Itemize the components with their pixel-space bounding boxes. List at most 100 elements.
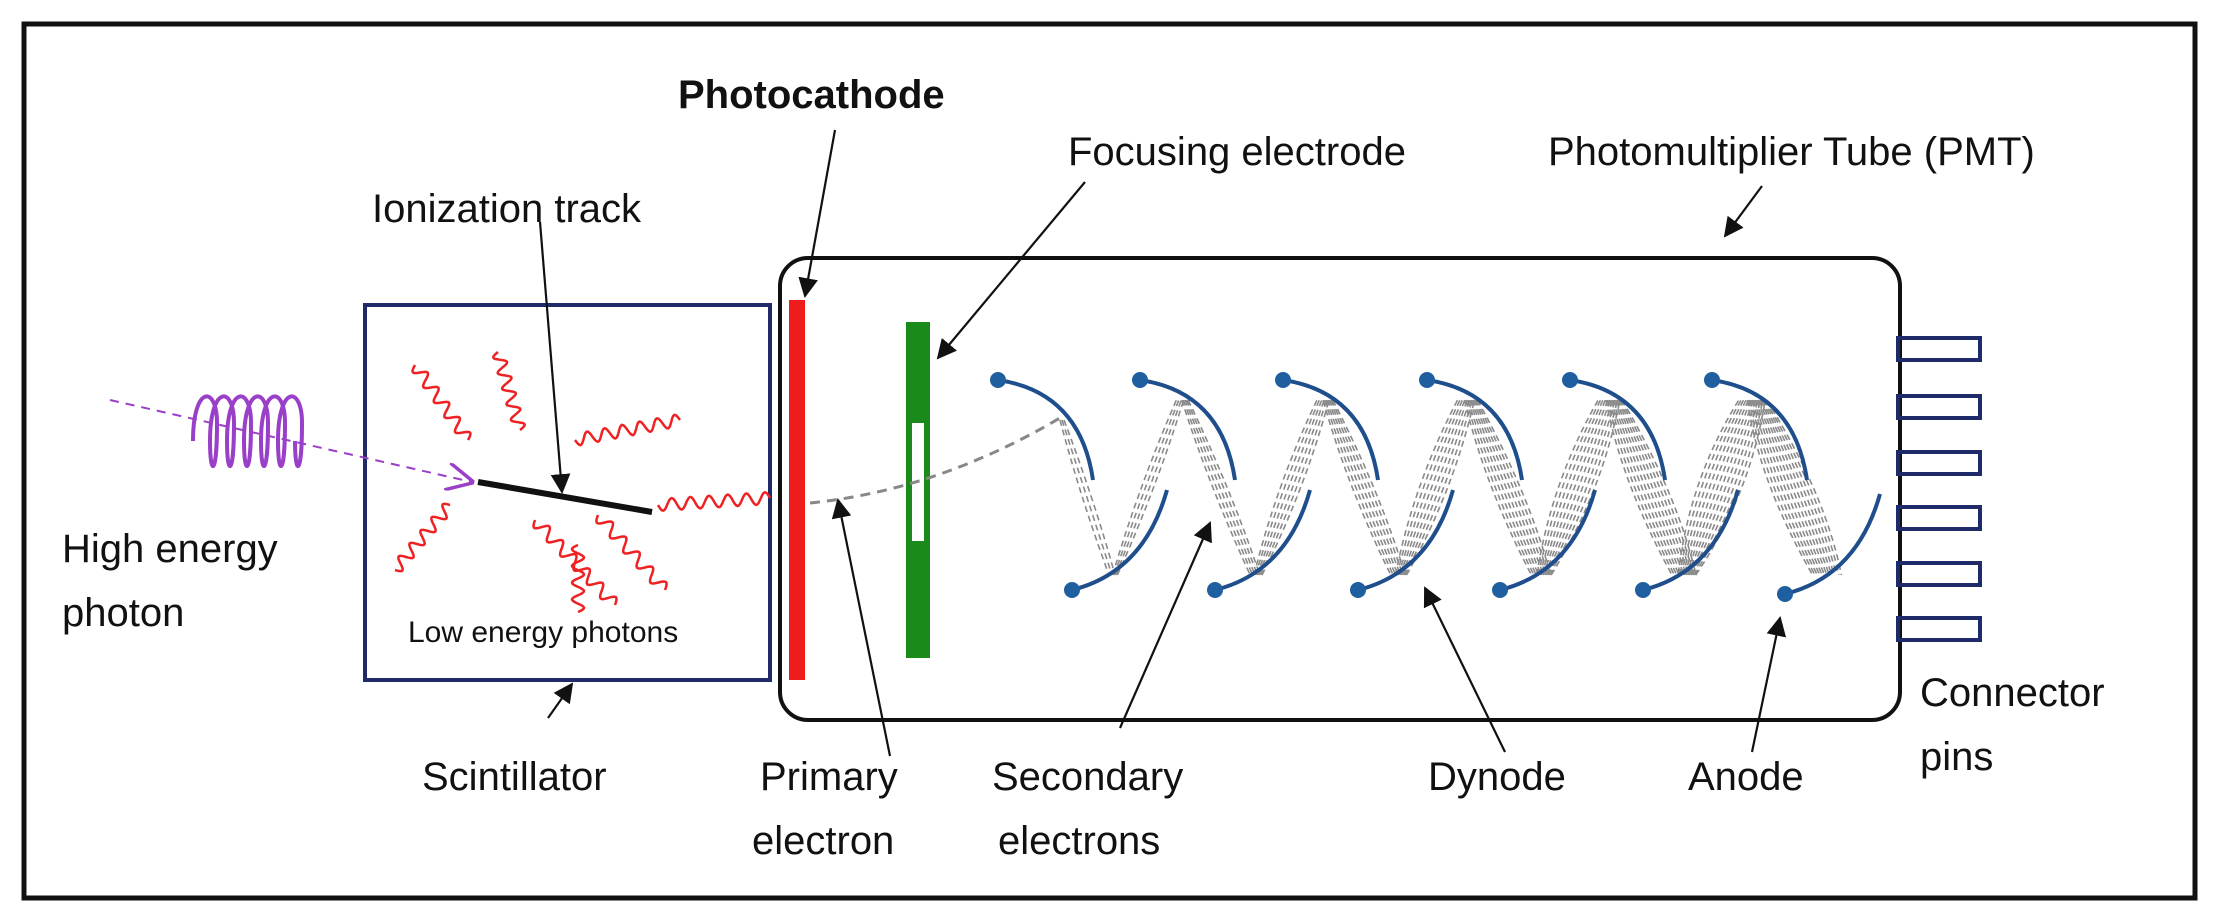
secondary-electron-path [1115, 399, 1182, 576]
connector-pins-label-1: Connector [1920, 671, 2105, 715]
secondary-electron-path [1113, 399, 1180, 576]
connector-pins [1896, 336, 1982, 642]
secondary-electron-path [1465, 399, 1535, 576]
secondary-electron-path [1545, 399, 1614, 576]
secondary-electron-path [1397, 399, 1464, 576]
secondary-electron-path [1677, 399, 1740, 576]
scintillator-box [363, 303, 772, 682]
secondary-electron-path [1608, 399, 1678, 576]
secondary-electron-path [1471, 399, 1545, 576]
focusing-electrode [906, 322, 930, 658]
secondary-electron-path [1537, 399, 1602, 576]
secondary-electron-path [1547, 399, 1616, 576]
secondary-electron-path [1061, 419, 1113, 576]
dynode [1132, 372, 1237, 481]
low-energy-photon-wave [570, 543, 586, 614]
secondary-electron-path [1685, 399, 1752, 576]
secondary-electron-path [1261, 399, 1330, 576]
dynode [1704, 372, 1809, 481]
secondary-electron-path [1754, 399, 1826, 576]
secondary-electron-path [1182, 399, 1254, 576]
dynode-label: Dynode [1428, 755, 1566, 799]
secondary-electron-path [1621, 399, 1697, 576]
anode-label: Anode [1688, 755, 1804, 799]
secondary-electron-path [1765, 399, 1843, 576]
secondary-electron-path [1614, 399, 1688, 576]
dynode [1492, 489, 1597, 598]
secondary-electron-path [1693, 399, 1764, 576]
secondary-electrons-label-1: Secondary [992, 755, 1183, 799]
secondary-electron-path [1761, 399, 1835, 576]
secondary-electron-path [1751, 399, 1821, 576]
ionization-track-label: Ionization track [372, 187, 642, 231]
outer-frame [21, 21, 2198, 901]
secondary-electron-paths [1059, 399, 1843, 576]
dynode [1207, 489, 1312, 598]
secondary-electron-path [1540, 399, 1607, 576]
secondary-electron-path [1325, 399, 1397, 576]
secondary-electron-path [1402, 399, 1471, 576]
low-energy-photon-wave [394, 502, 451, 573]
secondary-electron-path [1690, 399, 1759, 576]
dynode [1777, 493, 1882, 602]
secondary-electron-path [1328, 399, 1402, 576]
secondary-electron-path [1610, 399, 1680, 576]
low-energy-photon-wave [656, 490, 772, 513]
secondary-electron-path [1544, 399, 1611, 576]
dynode [1275, 372, 1380, 481]
secondary-electron-path [1605, 399, 1673, 576]
secondary-electron-path [1764, 399, 1840, 576]
secondary-electron-path [1187, 399, 1261, 576]
focusing-electrode-label: Focusing electrode [1068, 130, 1406, 174]
dynode [1562, 372, 1667, 481]
secondary-electron-path [1330, 399, 1404, 576]
secondary-electron-path [1762, 399, 1838, 576]
dynode [1350, 489, 1455, 598]
secondary-electron-path [1185, 399, 1259, 576]
secondary-electron-path [1679, 399, 1742, 576]
low-energy-photon-wave [411, 364, 472, 441]
secondary-electron-path [1746, 399, 1814, 576]
secondary-electron-path [1542, 399, 1609, 576]
secondary-electron-path [1258, 399, 1325, 576]
secondary-electron-path [1463, 399, 1533, 576]
secondary-electron-path [1184, 399, 1256, 576]
secondary-electrons-label-2: electrons [998, 819, 1160, 863]
secondary-electron-path [1539, 399, 1604, 576]
dynode [990, 372, 1095, 481]
dynodes [990, 372, 1882, 602]
secondary-electron-path [1259, 399, 1328, 576]
secondary-electron-path [1606, 399, 1676, 576]
pmt-tube [778, 256, 1902, 722]
photocathode-label: Photocathode [678, 73, 945, 117]
secondary-electron-path [1550, 399, 1621, 576]
secondary-electron-path [1327, 399, 1399, 576]
primary-electron-label-1: Primary [760, 755, 898, 799]
secondary-electron-path [1619, 399, 1695, 576]
secondary-electron-path [1468, 399, 1540, 576]
primary-electron-label-2: electron [752, 819, 894, 863]
secondary-electron-path [1063, 419, 1116, 576]
secondary-electron-path [1401, 399, 1468, 576]
incoming-photon [109, 394, 472, 482]
dynode [1635, 489, 1740, 598]
secondary-electron-path [1757, 399, 1831, 576]
secondary-electron-path [1682, 399, 1747, 576]
secondary-electron-path [1616, 399, 1690, 576]
secondary-electron-path [1396, 399, 1461, 576]
secondary-electron-path [1680, 399, 1745, 576]
secondary-electron-path [1687, 399, 1754, 576]
secondary-electron-path [1116, 399, 1185, 576]
secondary-electron-path [1470, 399, 1542, 576]
secondary-electron-path [1536, 399, 1599, 576]
scintillator-label: Scintillator [422, 755, 607, 799]
photocathode [789, 300, 805, 680]
primary-electron-path [809, 413, 1066, 505]
secondary-electron-path [1756, 399, 1828, 576]
secondary-electron-path [1753, 399, 1823, 576]
low-energy-photons [394, 351, 772, 614]
secondary-electron-path [1253, 399, 1318, 576]
secondary-electron-path [1059, 419, 1110, 576]
